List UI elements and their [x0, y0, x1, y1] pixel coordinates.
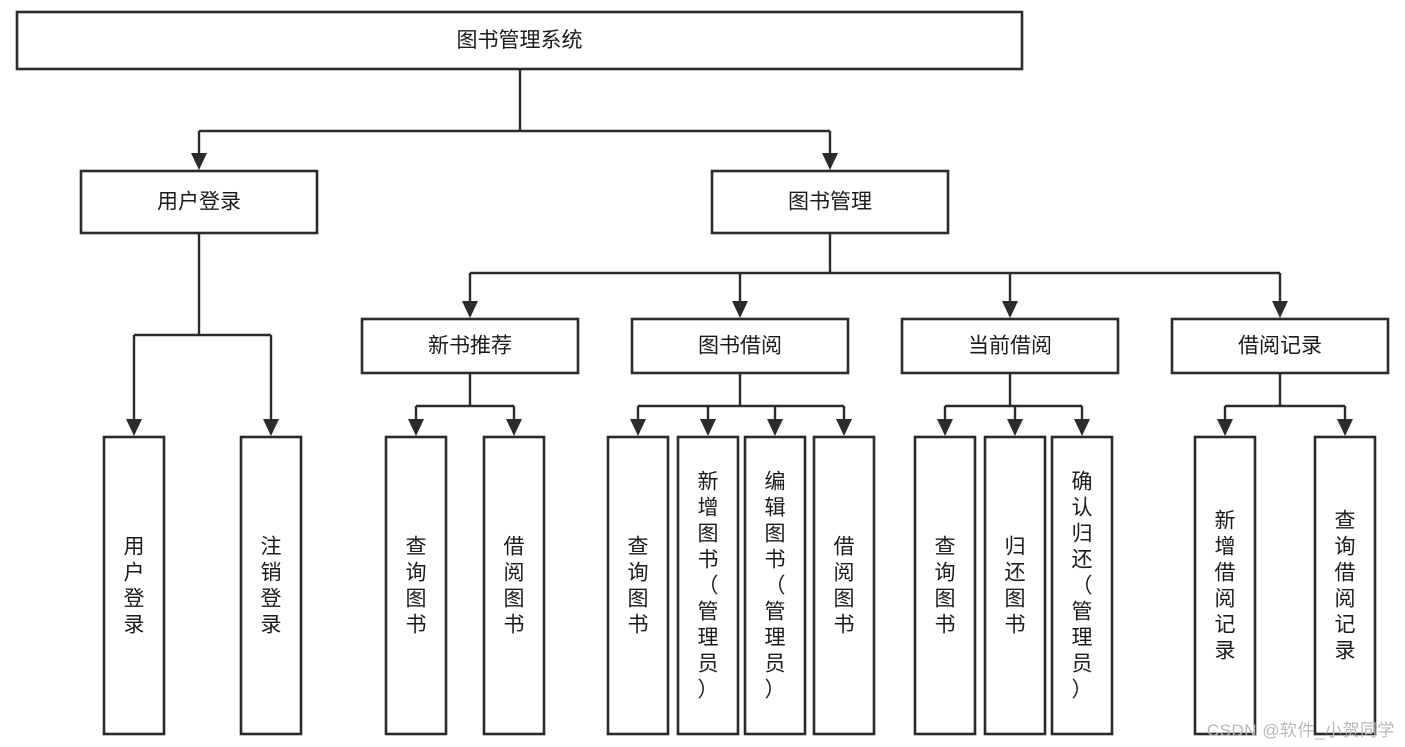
node-leaf-add-book-rect[interactable] — [676, 435, 740, 736]
node-leaf-return-book[interactable]: 归还图书 — [983, 435, 1047, 736]
new-book-recommend-to-leaves-arrow-1 — [506, 419, 522, 436]
node-leaf-edit-book-rect[interactable] — [743, 435, 807, 736]
book-manage-to-level3-arrow-3 — [1272, 301, 1288, 318]
node-book-borrow-label: 图书借阅 — [698, 335, 782, 358]
node-user-login-rect[interactable] — [79, 169, 319, 235]
node-book-manage-rect[interactable] — [710, 169, 950, 235]
node-leaf-add-record[interactable]: 新增借阅记录 — [1193, 435, 1257, 736]
book-manage-to-level3-arrow-0 — [462, 301, 478, 318]
root-to-level2-arrow-0 — [191, 153, 207, 170]
node-new-book-recommend[interactable]: 新书推荐 — [360, 317, 580, 375]
node-borrow-record-label: 借阅记录 — [1238, 335, 1322, 358]
node-leaf-edit-book-label: 编辑图书（管理员） — [765, 470, 786, 701]
node-book-manage[interactable]: 图书管理 — [710, 169, 950, 235]
node-leaf-confirm-return-label: 确认归还（管理员） — [1072, 470, 1093, 701]
node-leaf-logout-login-rect[interactable] — [239, 435, 303, 736]
node-book-borrow-rect[interactable] — [630, 317, 850, 375]
node-leaf-logout-login-label: 注销登录 — [261, 535, 282, 636]
node-leaf-return-book-label: 归还图书 — [1005, 535, 1026, 636]
node-leaf-confirm-return[interactable]: 确认归还（管理员） — [1050, 435, 1114, 736]
node-user-login-label: 用户登录 — [157, 191, 241, 214]
node-leaf-user-login-label: 用户登录 — [124, 535, 145, 636]
node-root[interactable]: 图书管理系统 — [15, 10, 1024, 71]
node-user-login[interactable]: 用户登录 — [79, 169, 319, 235]
node-leaf-query-book-3[interactable]: 查询图书 — [913, 435, 977, 736]
node-new-book-recommend-rect[interactable] — [360, 317, 580, 375]
node-leaf-borrow-book-1-rect[interactable] — [482, 435, 546, 736]
book-borrow-to-leaves-arrow-0 — [630, 419, 646, 436]
node-leaf-query-record-label: 查询借阅记录 — [1335, 509, 1356, 662]
node-leaf-query-book-3-rect[interactable] — [913, 435, 977, 736]
node-leaf-add-book[interactable]: 新增图书（管理员） — [676, 435, 740, 736]
node-leaf-query-book-1-label: 查询图书 — [406, 535, 427, 636]
current-borrow-to-leaves-arrow-0 — [937, 419, 953, 436]
node-root-label: 图书管理系统 — [457, 29, 583, 52]
watermark-label: CSDN @软件_小贺同学 — [1206, 721, 1395, 740]
node-current-borrow[interactable]: 当前借阅 — [900, 317, 1120, 375]
node-current-borrow-rect[interactable] — [900, 317, 1120, 375]
node-leaf-query-record[interactable]: 查询借阅记录 — [1313, 435, 1377, 736]
node-leaf-query-book-3-label: 查询图书 — [935, 535, 956, 636]
connector-layer — [126, 69, 1353, 436]
new-book-recommend-to-leaves-arrow-0 — [408, 419, 424, 436]
current-borrow-to-leaves-arrow-1 — [1007, 419, 1023, 436]
node-leaf-add-record-label: 新增借阅记录 — [1215, 509, 1236, 662]
root-to-level2-arrow-1 — [822, 153, 838, 170]
node-borrow-record-rect[interactable] — [1170, 317, 1390, 375]
node-book-manage-label: 图书管理 — [788, 191, 872, 214]
node-layer: 图书管理系统用户登录图书管理新书推荐图书借阅当前借阅借阅记录用户登录注销登录查询… — [15, 10, 1390, 736]
node-leaf-confirm-return-rect[interactable] — [1050, 435, 1114, 736]
node-leaf-borrow-book-1-label: 借阅图书 — [504, 535, 525, 636]
borrow-record-to-leaves-arrow-1 — [1337, 419, 1353, 436]
book-manage-to-level3-arrow-1 — [732, 301, 748, 318]
node-leaf-query-book-1-rect[interactable] — [384, 435, 448, 736]
node-leaf-user-login-rect[interactable] — [102, 435, 166, 736]
user-login-to-leaves-arrow-0 — [126, 419, 142, 436]
node-borrow-record[interactable]: 借阅记录 — [1170, 317, 1390, 375]
node-leaf-borrow-book-2-label: 借阅图书 — [834, 535, 855, 636]
current-borrow-to-leaves-arrow-2 — [1074, 419, 1090, 436]
node-leaf-edit-book[interactable]: 编辑图书（管理员） — [743, 435, 807, 736]
node-leaf-add-book-label: 新增图书（管理员） — [698, 470, 719, 701]
node-root-rect[interactable] — [15, 10, 1024, 71]
node-leaf-borrow-book-2-rect[interactable] — [812, 435, 876, 736]
node-leaf-query-book-2[interactable]: 查询图书 — [606, 435, 670, 736]
book-borrow-to-leaves-arrow-1 — [700, 419, 716, 436]
node-leaf-query-book-2-label: 查询图书 — [628, 535, 649, 636]
node-current-borrow-label: 当前借阅 — [968, 335, 1052, 358]
node-leaf-query-book-2-rect[interactable] — [606, 435, 670, 736]
node-leaf-borrow-book-1[interactable]: 借阅图书 — [482, 435, 546, 736]
node-leaf-add-record-rect[interactable] — [1193, 435, 1257, 736]
user-login-to-leaves-arrow-1 — [263, 419, 279, 436]
book-borrow-to-leaves-arrow-2 — [767, 419, 783, 436]
borrow-record-to-leaves-arrow-0 — [1217, 419, 1233, 436]
node-leaf-return-book-rect[interactable] — [983, 435, 1047, 736]
book-borrow-to-leaves-arrow-3 — [836, 419, 852, 436]
node-leaf-query-book-1[interactable]: 查询图书 — [384, 435, 448, 736]
node-book-borrow[interactable]: 图书借阅 — [630, 317, 850, 375]
node-new-book-recommend-label: 新书推荐 — [428, 335, 512, 358]
node-leaf-borrow-book-2[interactable]: 借阅图书 — [812, 435, 876, 736]
node-leaf-query-record-rect[interactable] — [1313, 435, 1377, 736]
book-manage-to-level3-arrow-2 — [1002, 301, 1018, 318]
node-leaf-logout-login[interactable]: 注销登录 — [239, 435, 303, 736]
node-leaf-user-login[interactable]: 用户登录 — [102, 435, 166, 736]
